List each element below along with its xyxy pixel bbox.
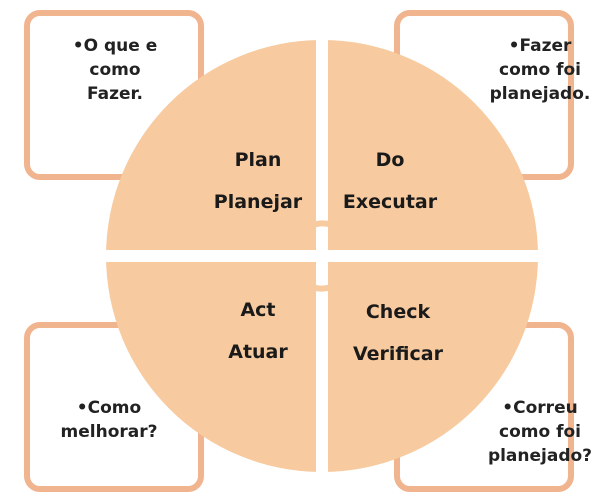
- quadrant-check-label: Check Verificar: [328, 300, 468, 366]
- quadrant-check: [322, 256, 538, 472]
- do-title: Do: [375, 149, 405, 171]
- check-subtitle: Verificar: [353, 343, 443, 365]
- corner-text-top-right: •Fazer como foi planejado.: [478, 34, 602, 106]
- check-title: Check: [365, 301, 431, 323]
- corner-line: •Fazer: [508, 36, 572, 56]
- cycle-arrowheads: [288, 226, 356, 286]
- plan-subtitle: Planejar: [213, 191, 303, 213]
- corner-line: como foi: [499, 422, 581, 442]
- divider-horizontal: [96, 250, 548, 262]
- corner-line: planejado.: [489, 84, 591, 104]
- act-subtitle: Atuar: [228, 341, 288, 363]
- quadrant-act: [106, 256, 322, 472]
- corner-text-top-left: •O que e como Fazer.: [60, 34, 170, 106]
- quadrant-do-label: Do Executar: [320, 148, 460, 214]
- corner-line: •O que e: [72, 36, 158, 56]
- corner-line: como foi: [499, 60, 581, 80]
- corner-box-top-left: [24, 10, 204, 180]
- corner-line: Fazer.: [87, 84, 143, 104]
- quadrant-plan: [106, 40, 322, 256]
- corner-text-bottom-left: •Como melhorar?: [54, 396, 164, 444]
- plan-title: Plan: [234, 149, 282, 171]
- quadrant-act-label: Act Atuar: [188, 298, 328, 364]
- quadrant-do: [322, 40, 538, 256]
- corner-line: planejado?: [487, 446, 593, 466]
- corner-line: melhorar?: [60, 422, 158, 442]
- corner-text-bottom-right: •Correu como foi planejado?: [478, 396, 602, 468]
- corner-line: •Correu: [502, 398, 578, 418]
- do-subtitle: Executar: [342, 191, 438, 213]
- corner-line: •Como: [76, 398, 142, 418]
- quadrant-plan-label: Plan Planejar: [188, 148, 328, 214]
- corner-line: como: [89, 60, 141, 80]
- act-title: Act: [240, 299, 276, 321]
